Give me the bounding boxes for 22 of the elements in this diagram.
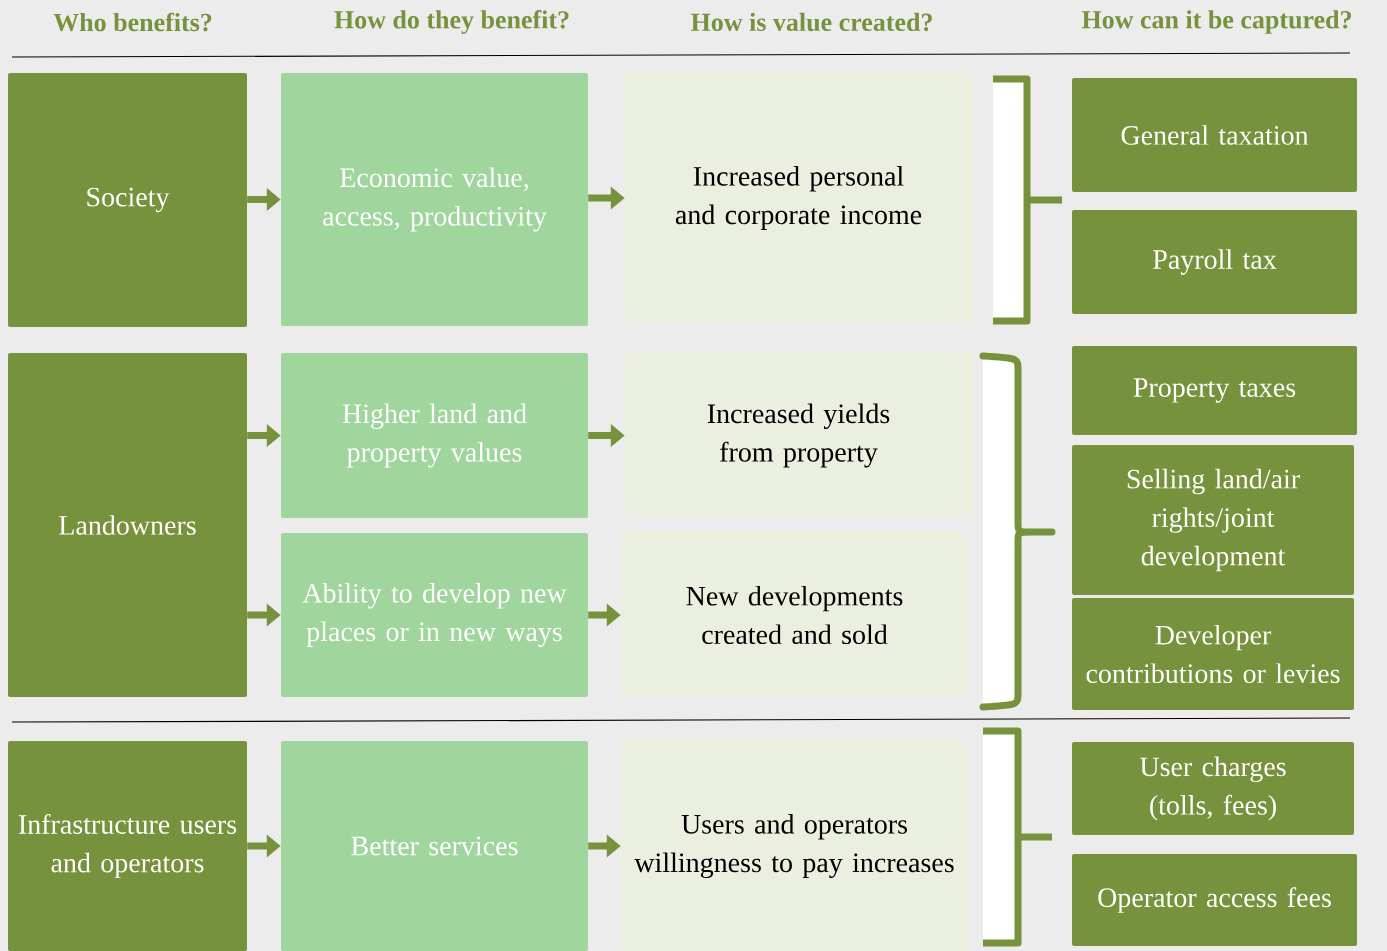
column-header: How do they benefit? [334, 10, 569, 34]
light-box: Economic value, access, productivity [281, 73, 588, 326]
dark-box: Selling land/air rights/joint development [1072, 445, 1354, 595]
column-header: How is value created? [691, 12, 932, 32]
dark-box: General taxation [1072, 78, 1357, 192]
pale-box: Increased personal and corporate income [625, 73, 972, 323]
dark-box: Property taxes [1072, 346, 1357, 435]
light-box: Ability to develop new places or in new ways [281, 533, 588, 697]
light-box: Higher land and property values [281, 353, 588, 518]
dark-box: Operator access fees [1072, 854, 1357, 946]
pale-box: New developments created and sold [621, 533, 968, 697]
column-header: Who benefits? [53, 12, 212, 32]
pale-box: Users and operators willingness to pay increases [621, 741, 968, 951]
dark-box: Landowners [8, 353, 247, 697]
light-box: Better services [281, 741, 588, 951]
pale-box: Increased yields from property [625, 353, 972, 518]
dark-box: User charges (tolls, fees) [1072, 742, 1354, 835]
dark-box: Developer contributions or levies [1072, 598, 1354, 710]
dark-box: Infrastructure users and operators [8, 741, 247, 951]
dark-box: Payroll tax [1072, 210, 1357, 314]
dark-box: Society [8, 73, 247, 327]
column-header: How can it be captured? [1081, 10, 1351, 34]
